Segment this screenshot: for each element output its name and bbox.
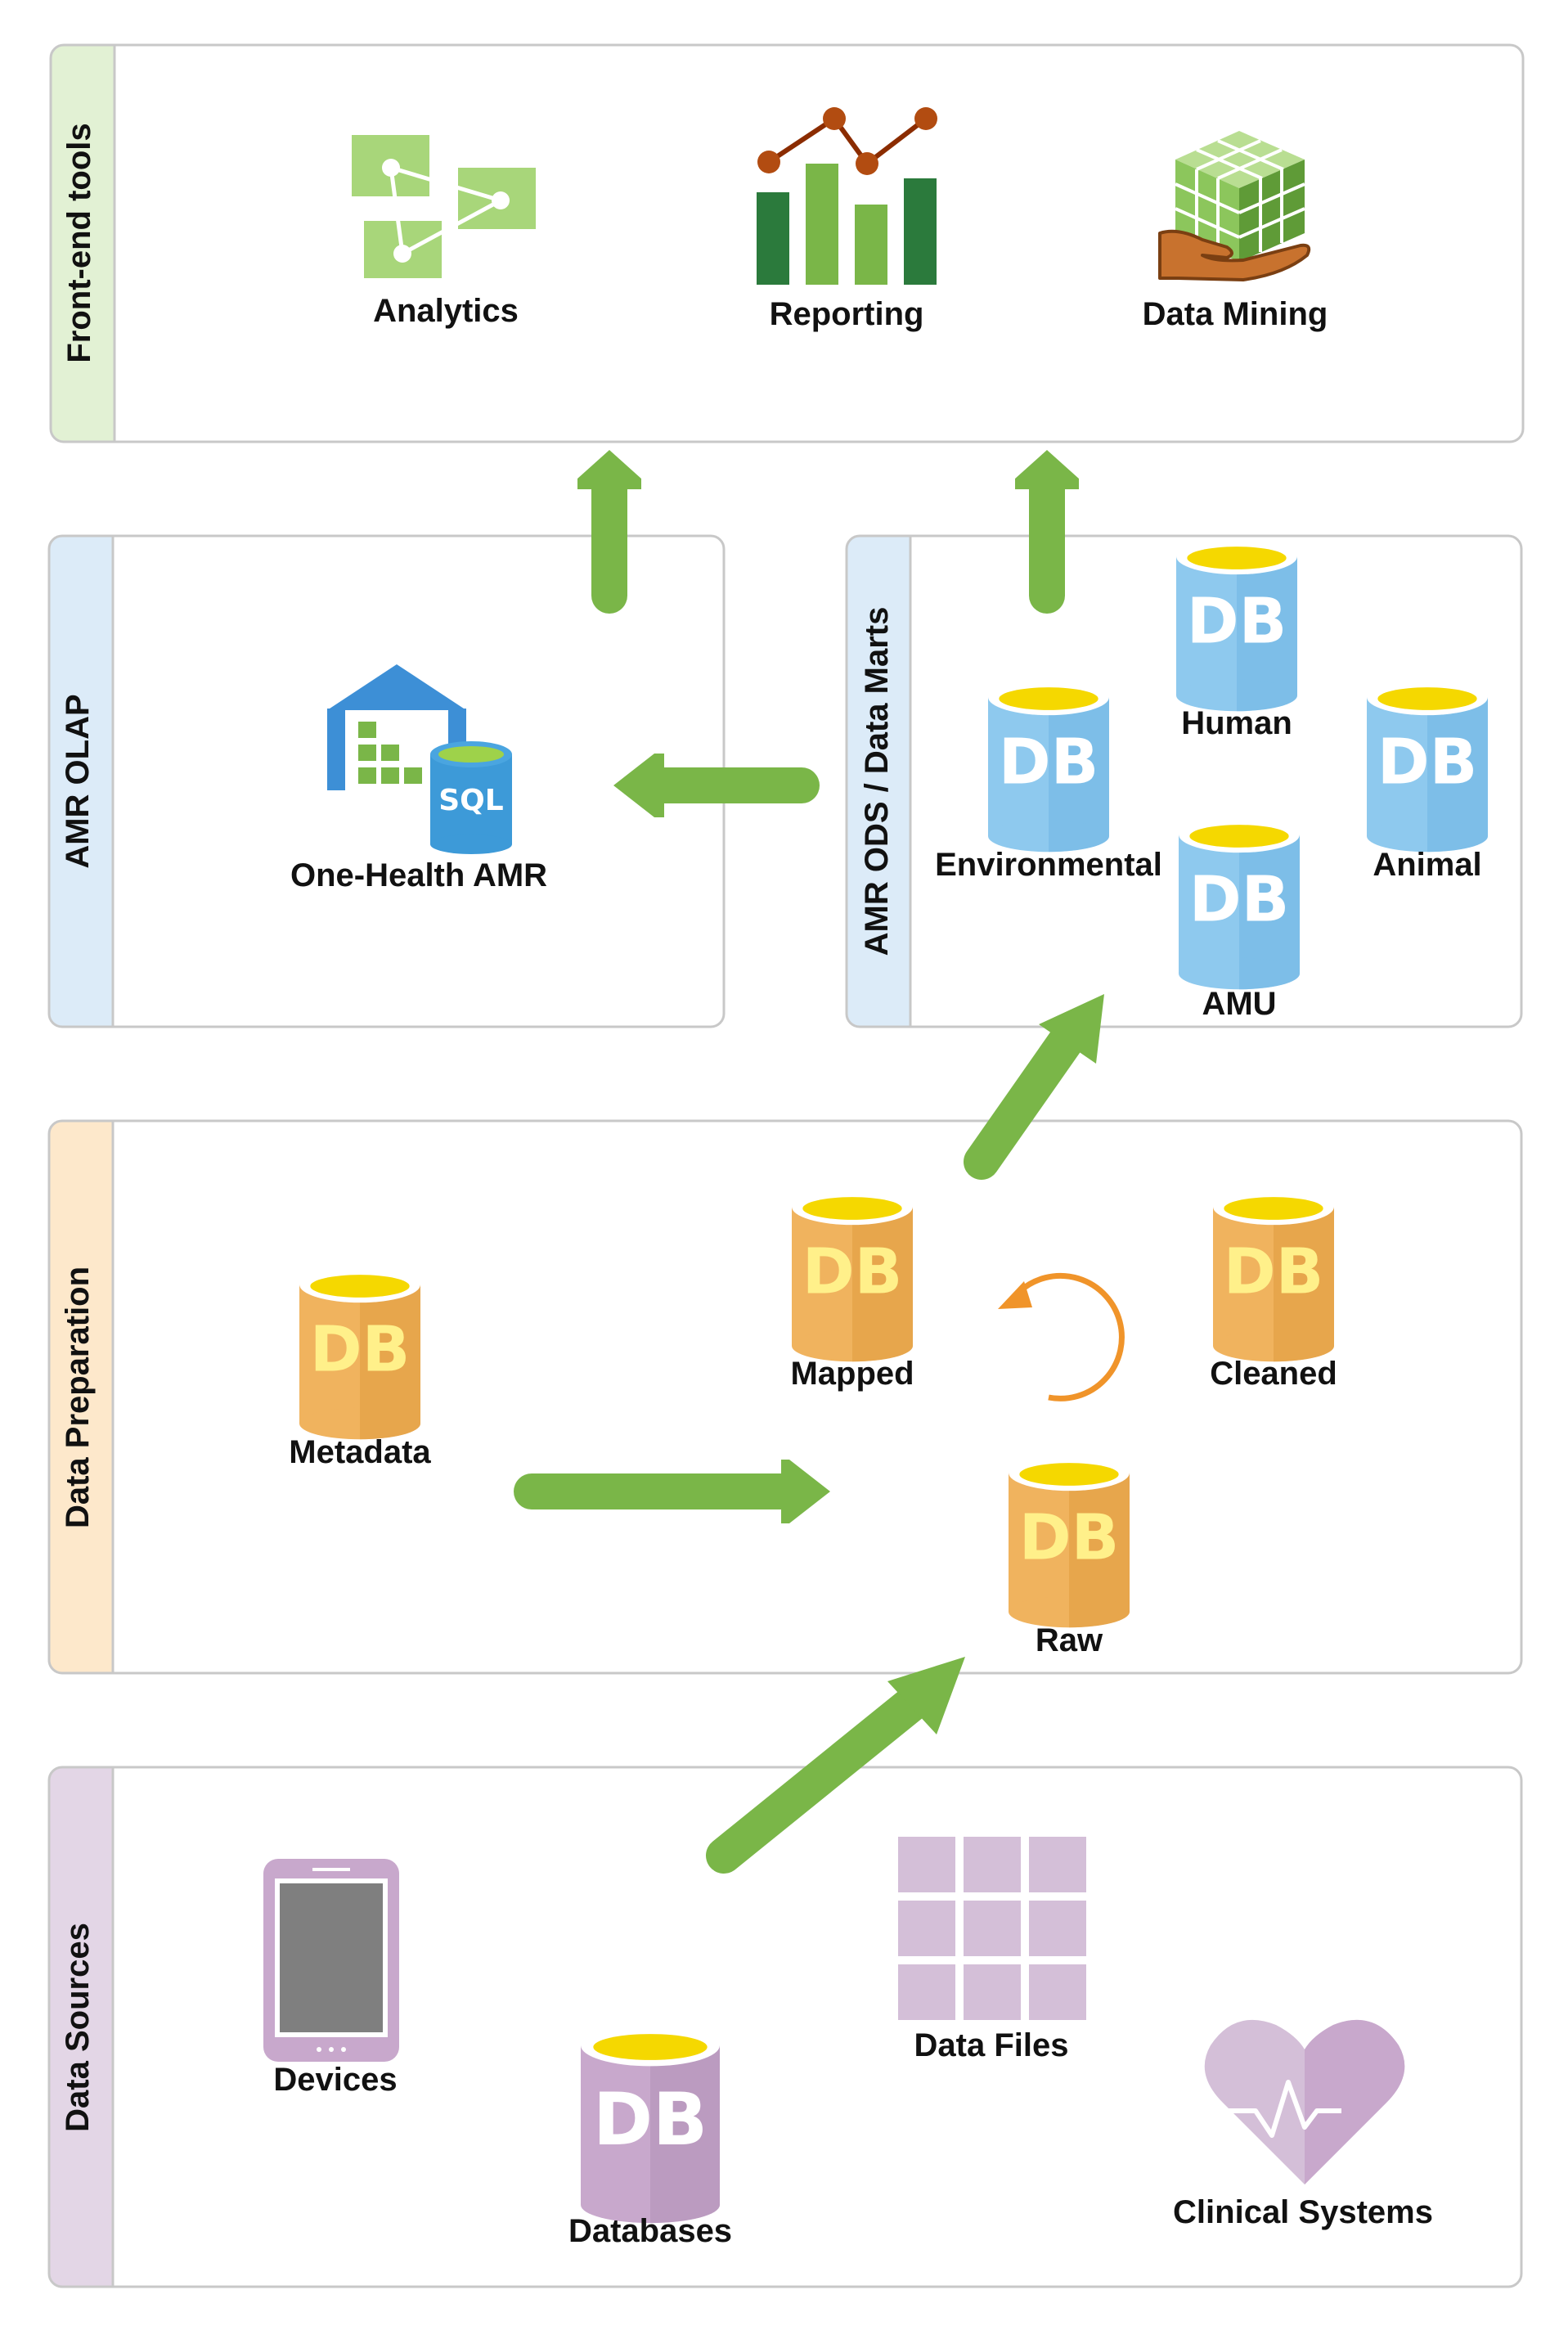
db-raw-icon: DB — [1009, 1454, 1130, 1628]
db-cleaned-label: Cleaned — [1210, 1356, 1337, 1392]
data-files-label: Data Files — [914, 2027, 1069, 2063]
data-mining-cube-icon — [1158, 131, 1311, 281]
db-mapped-icon: DB — [792, 1188, 913, 1362]
one-health-amr-label: One-Health AMR — [290, 857, 547, 893]
grid-file-icon — [898, 1837, 1086, 2020]
sources-tab — [49, 1767, 113, 2287]
db-cleaned-glyph: DB — [1224, 1235, 1324, 1308]
db-environmental-label: Environmental — [935, 847, 1162, 883]
db-databases-label: Databases — [568, 2213, 732, 2249]
heart-pulse-icon — [1204, 2019, 1405, 2184]
sources-title: Data Sources — [60, 1923, 96, 2132]
arrow-metadata-to-mapped — [514, 1460, 830, 1523]
reporting-chart-icon — [757, 107, 937, 285]
olap-title: AMR OLAP — [60, 694, 96, 868]
frontend-title: Front-end tools — [61, 123, 97, 362]
arrow-olap-to-frontend — [577, 450, 641, 614]
arrow-ods-to-olap — [613, 754, 820, 817]
db-animal-label: Animal — [1373, 847, 1481, 883]
db-animal-glyph: DB — [1377, 726, 1478, 799]
db-human-label: Human — [1181, 705, 1292, 741]
frontend-tab — [51, 45, 115, 442]
db-human-glyph: DB — [1187, 585, 1287, 658]
database-cylinders: DBHumanDBEnvironmentalDBAnimalDBAMUDBMet… — [289, 538, 1488, 2249]
db-mapped-glyph: DB — [802, 1235, 903, 1308]
db-databases-icon: DB — [581, 2024, 720, 2224]
ods-tab — [847, 536, 910, 1027]
prep-title: Data Preparation — [60, 1266, 96, 1528]
arrow-ods-to-frontend — [1015, 450, 1079, 614]
ods-title: AMR ODS / Data Marts — [859, 607, 895, 956]
flow-arrows — [514, 450, 1104, 1874]
warehouse-sql-icon: SQL — [327, 664, 512, 854]
arrow-prep-to-ods — [964, 994, 1104, 1180]
olap-panel: AMR OLAP — [47, 534, 726, 1028]
reporting-label: Reporting — [770, 296, 924, 332]
db-amu-glyph: DB — [1189, 863, 1290, 936]
analytics-label: Analytics — [373, 293, 519, 329]
tablet-device-icon — [263, 1859, 399, 2062]
db-metadata-glyph: DB — [310, 1313, 411, 1386]
db-cleaned-icon: DB — [1213, 1188, 1334, 1362]
db-animal-icon: DB — [1367, 678, 1488, 853]
db-amu-icon: DB — [1179, 816, 1300, 990]
devices-label: Devices — [273, 2062, 397, 2098]
db-raw-glyph: DB — [1019, 1501, 1120, 1574]
db-metadata-label: Metadata — [289, 1434, 431, 1470]
db-environmental-icon: DB — [988, 678, 1109, 853]
refresh-cycle-icon — [998, 1272, 1125, 1401]
prep-tab — [49, 1121, 113, 1673]
clinical-systems-label: Clinical Systems — [1173, 2194, 1433, 2230]
db-metadata-icon: DB — [299, 1266, 420, 1440]
db-amu-label: AMU — [1202, 986, 1276, 1022]
analytics-icon — [352, 135, 536, 278]
db-databases-glyph: DB — [593, 2077, 708, 2162]
db-raw-label: Raw — [1036, 1622, 1103, 1658]
arrow-sources-to-raw — [706, 1657, 965, 1874]
db-mapped-label: Mapped — [790, 1356, 914, 1392]
olap-tab — [49, 536, 113, 1027]
data-mining-label: Data Mining — [1143, 296, 1328, 332]
db-environmental-glyph: DB — [999, 726, 1099, 799]
sql-badge: SQL — [438, 784, 503, 817]
db-human-icon: DB — [1176, 538, 1297, 712]
